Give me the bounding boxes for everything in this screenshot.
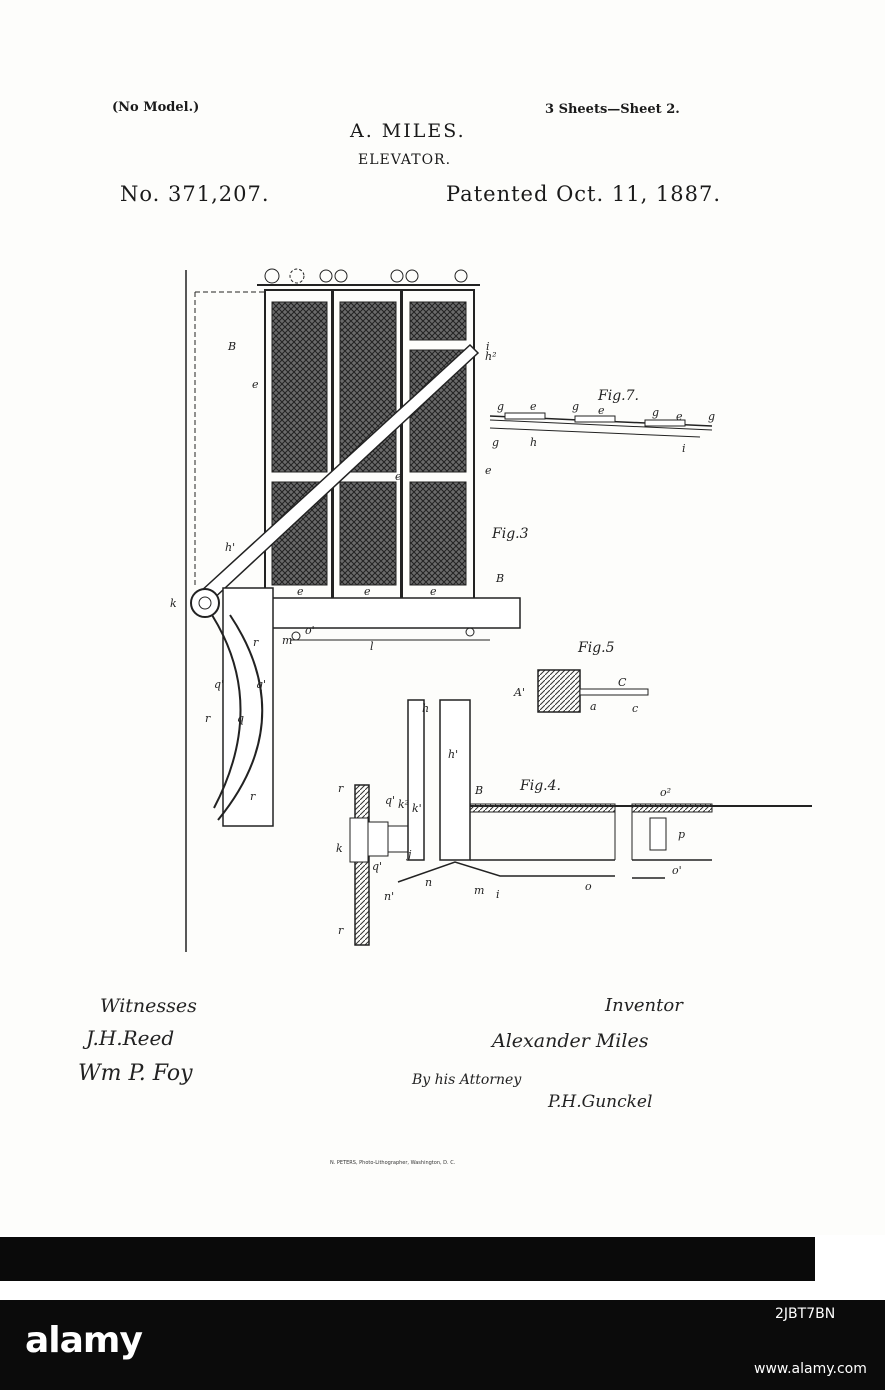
- alamy-logo[interactable]: alamy: [25, 1320, 142, 1361]
- printer-credit: N. PETERS, Photo-Lithographer, Washingto…: [330, 1160, 455, 1166]
- svg-text:e: e: [297, 585, 304, 598]
- svg-text:r: r: [250, 790, 256, 803]
- svg-text:n: n: [425, 876, 432, 889]
- svg-text:o': o': [672, 864, 682, 877]
- inventor-signature: Alexander Miles: [492, 1030, 648, 1052]
- svg-text:e: e: [430, 585, 437, 598]
- svg-text:e: e: [364, 585, 371, 598]
- svg-text:h: h: [530, 436, 537, 449]
- svg-text:i: i: [682, 442, 686, 455]
- svg-text:B: B: [495, 572, 504, 585]
- svg-text:e: e: [485, 464, 492, 477]
- witness-2-signature: Wm P. Foy: [78, 1061, 193, 1086]
- svg-text:k: k: [170, 597, 177, 610]
- svg-text:q': q': [214, 678, 224, 691]
- svg-text:q': q': [372, 860, 382, 873]
- svg-text:o': o': [305, 624, 315, 637]
- attorney-signature: P.H.Gunckel: [548, 1092, 652, 1112]
- svg-text:e: e: [252, 378, 259, 391]
- image-id: 2JBT7BN: [775, 1306, 835, 1322]
- fig5-drawing: A' C a c Fig.5: [513, 640, 648, 715]
- svg-text:A': A': [513, 686, 525, 699]
- svg-text:e: e: [530, 400, 537, 413]
- inventor-label: Inventor: [605, 995, 683, 1016]
- svg-text:a: a: [590, 700, 597, 713]
- svg-text:e: e: [676, 410, 683, 423]
- svg-text:q: q: [237, 712, 244, 725]
- svg-text:B: B: [227, 340, 236, 353]
- svg-text:p: p: [678, 828, 685, 841]
- fig5-label: Fig.5: [577, 640, 615, 656]
- svg-text:n': n': [384, 890, 394, 903]
- patent-drawing: B e e e e e e i h² h' k m o' l r q' q' r…: [0, 0, 885, 1235]
- fig7-label: Fig.7.: [597, 388, 639, 404]
- fig3-label: Fig.3: [491, 526, 529, 542]
- witnesses-label: Witnesses: [100, 995, 197, 1017]
- svg-text:h': h': [225, 541, 235, 554]
- fig4-label: Fig.4.: [519, 778, 561, 794]
- svg-text:h: h: [422, 702, 429, 715]
- witness-signatures: J.H.Reed Wm P. Foy: [78, 1026, 193, 1086]
- svg-text:r: r: [338, 924, 344, 937]
- svg-text:B: B: [474, 784, 483, 797]
- fig7-drawing: g e g e g e g g h i Fig.7.: [490, 388, 715, 455]
- site-link[interactable]: www.alamy.com: [754, 1361, 867, 1377]
- svg-text:l: l: [370, 640, 374, 653]
- svg-text:g: g: [652, 406, 659, 419]
- svg-text:m: m: [282, 634, 292, 647]
- fig3-drawing: B e e e e e e i h² h' k m o' l r q' q' r…: [170, 269, 529, 826]
- svg-text:r: r: [338, 782, 344, 795]
- svg-text:C: C: [618, 676, 627, 689]
- svg-text:k': k': [412, 802, 422, 815]
- svg-text:g: g: [708, 410, 715, 423]
- scan-edge-bar: [0, 1237, 815, 1281]
- svg-text:r: r: [253, 636, 259, 649]
- svg-text:h': h': [448, 748, 458, 761]
- svg-text:h²: h²: [485, 350, 497, 363]
- svg-text:c: c: [632, 702, 638, 715]
- svg-text:k²: k²: [398, 798, 409, 811]
- svg-text:o²: o²: [660, 786, 671, 799]
- svg-text:m: m: [474, 884, 484, 897]
- svg-text:q': q': [385, 794, 395, 807]
- svg-text:r: r: [205, 712, 211, 725]
- attorney-line: By his Attorney: [412, 1072, 521, 1088]
- svg-text:e: e: [598, 404, 605, 417]
- svg-text:q': q': [256, 678, 266, 691]
- svg-text:o: o: [585, 880, 592, 893]
- svg-text:i: i: [496, 888, 500, 901]
- svg-text:k: k: [336, 842, 343, 855]
- svg-text:g: g: [572, 400, 579, 413]
- witness-1-signature: J.H.Reed: [82, 1026, 174, 1050]
- fig4-drawing: r k r h h' q' k² k' j q' n n' m i o o' o…: [336, 700, 812, 945]
- svg-text:g: g: [492, 436, 499, 449]
- svg-text:e: e: [395, 470, 402, 483]
- svg-text:g: g: [497, 400, 504, 413]
